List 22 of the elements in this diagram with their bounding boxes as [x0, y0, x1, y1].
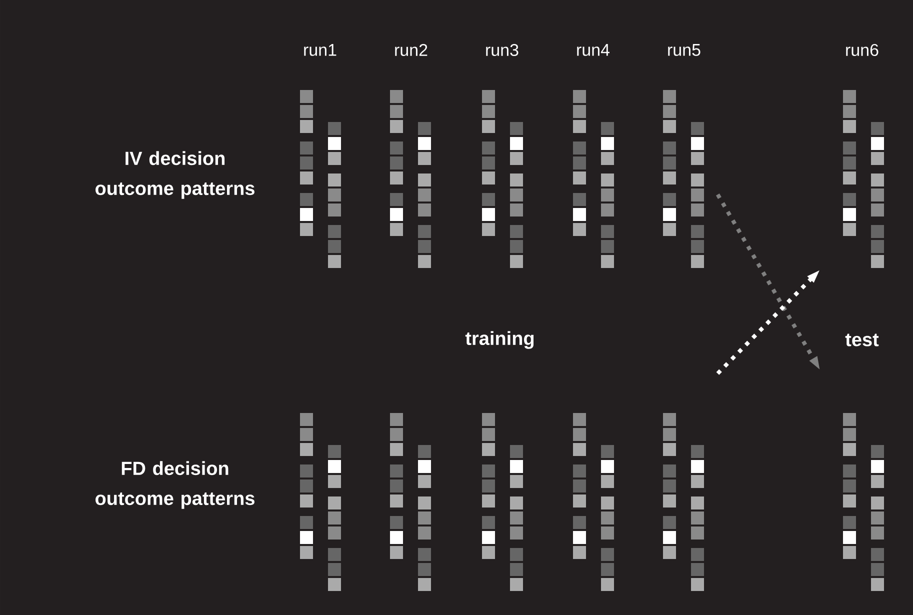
run-label: run4: [577, 44, 610, 56]
run-label: run2: [395, 44, 428, 56]
run-label: run5: [668, 44, 700, 56]
pattern-drawing: [663, 413, 704, 591]
pattern-drawing: [390, 90, 431, 268]
pattern-drawing: [482, 413, 523, 591]
run-label: run6: [846, 44, 878, 56]
row-label: FD decision outcome patterns: [96, 461, 254, 509]
run-label: run1: [304, 44, 336, 56]
pattern-drawing: [843, 413, 884, 591]
pattern-drawing: [573, 90, 614, 268]
phase-label: test: [845, 334, 879, 346]
pattern-drawing: [573, 413, 614, 591]
pattern-drawing: [482, 90, 523, 268]
pattern-drawing: [663, 90, 704, 268]
pattern-drawing: [843, 90, 884, 268]
row-label: IV decision outcome patterns: [96, 151, 254, 199]
pattern-drawing: [390, 413, 431, 591]
pattern-drawing: [300, 413, 341, 591]
phase-label: training: [465, 331, 534, 349]
run-label: run3: [486, 44, 518, 56]
pattern-drawing: [300, 90, 341, 268]
